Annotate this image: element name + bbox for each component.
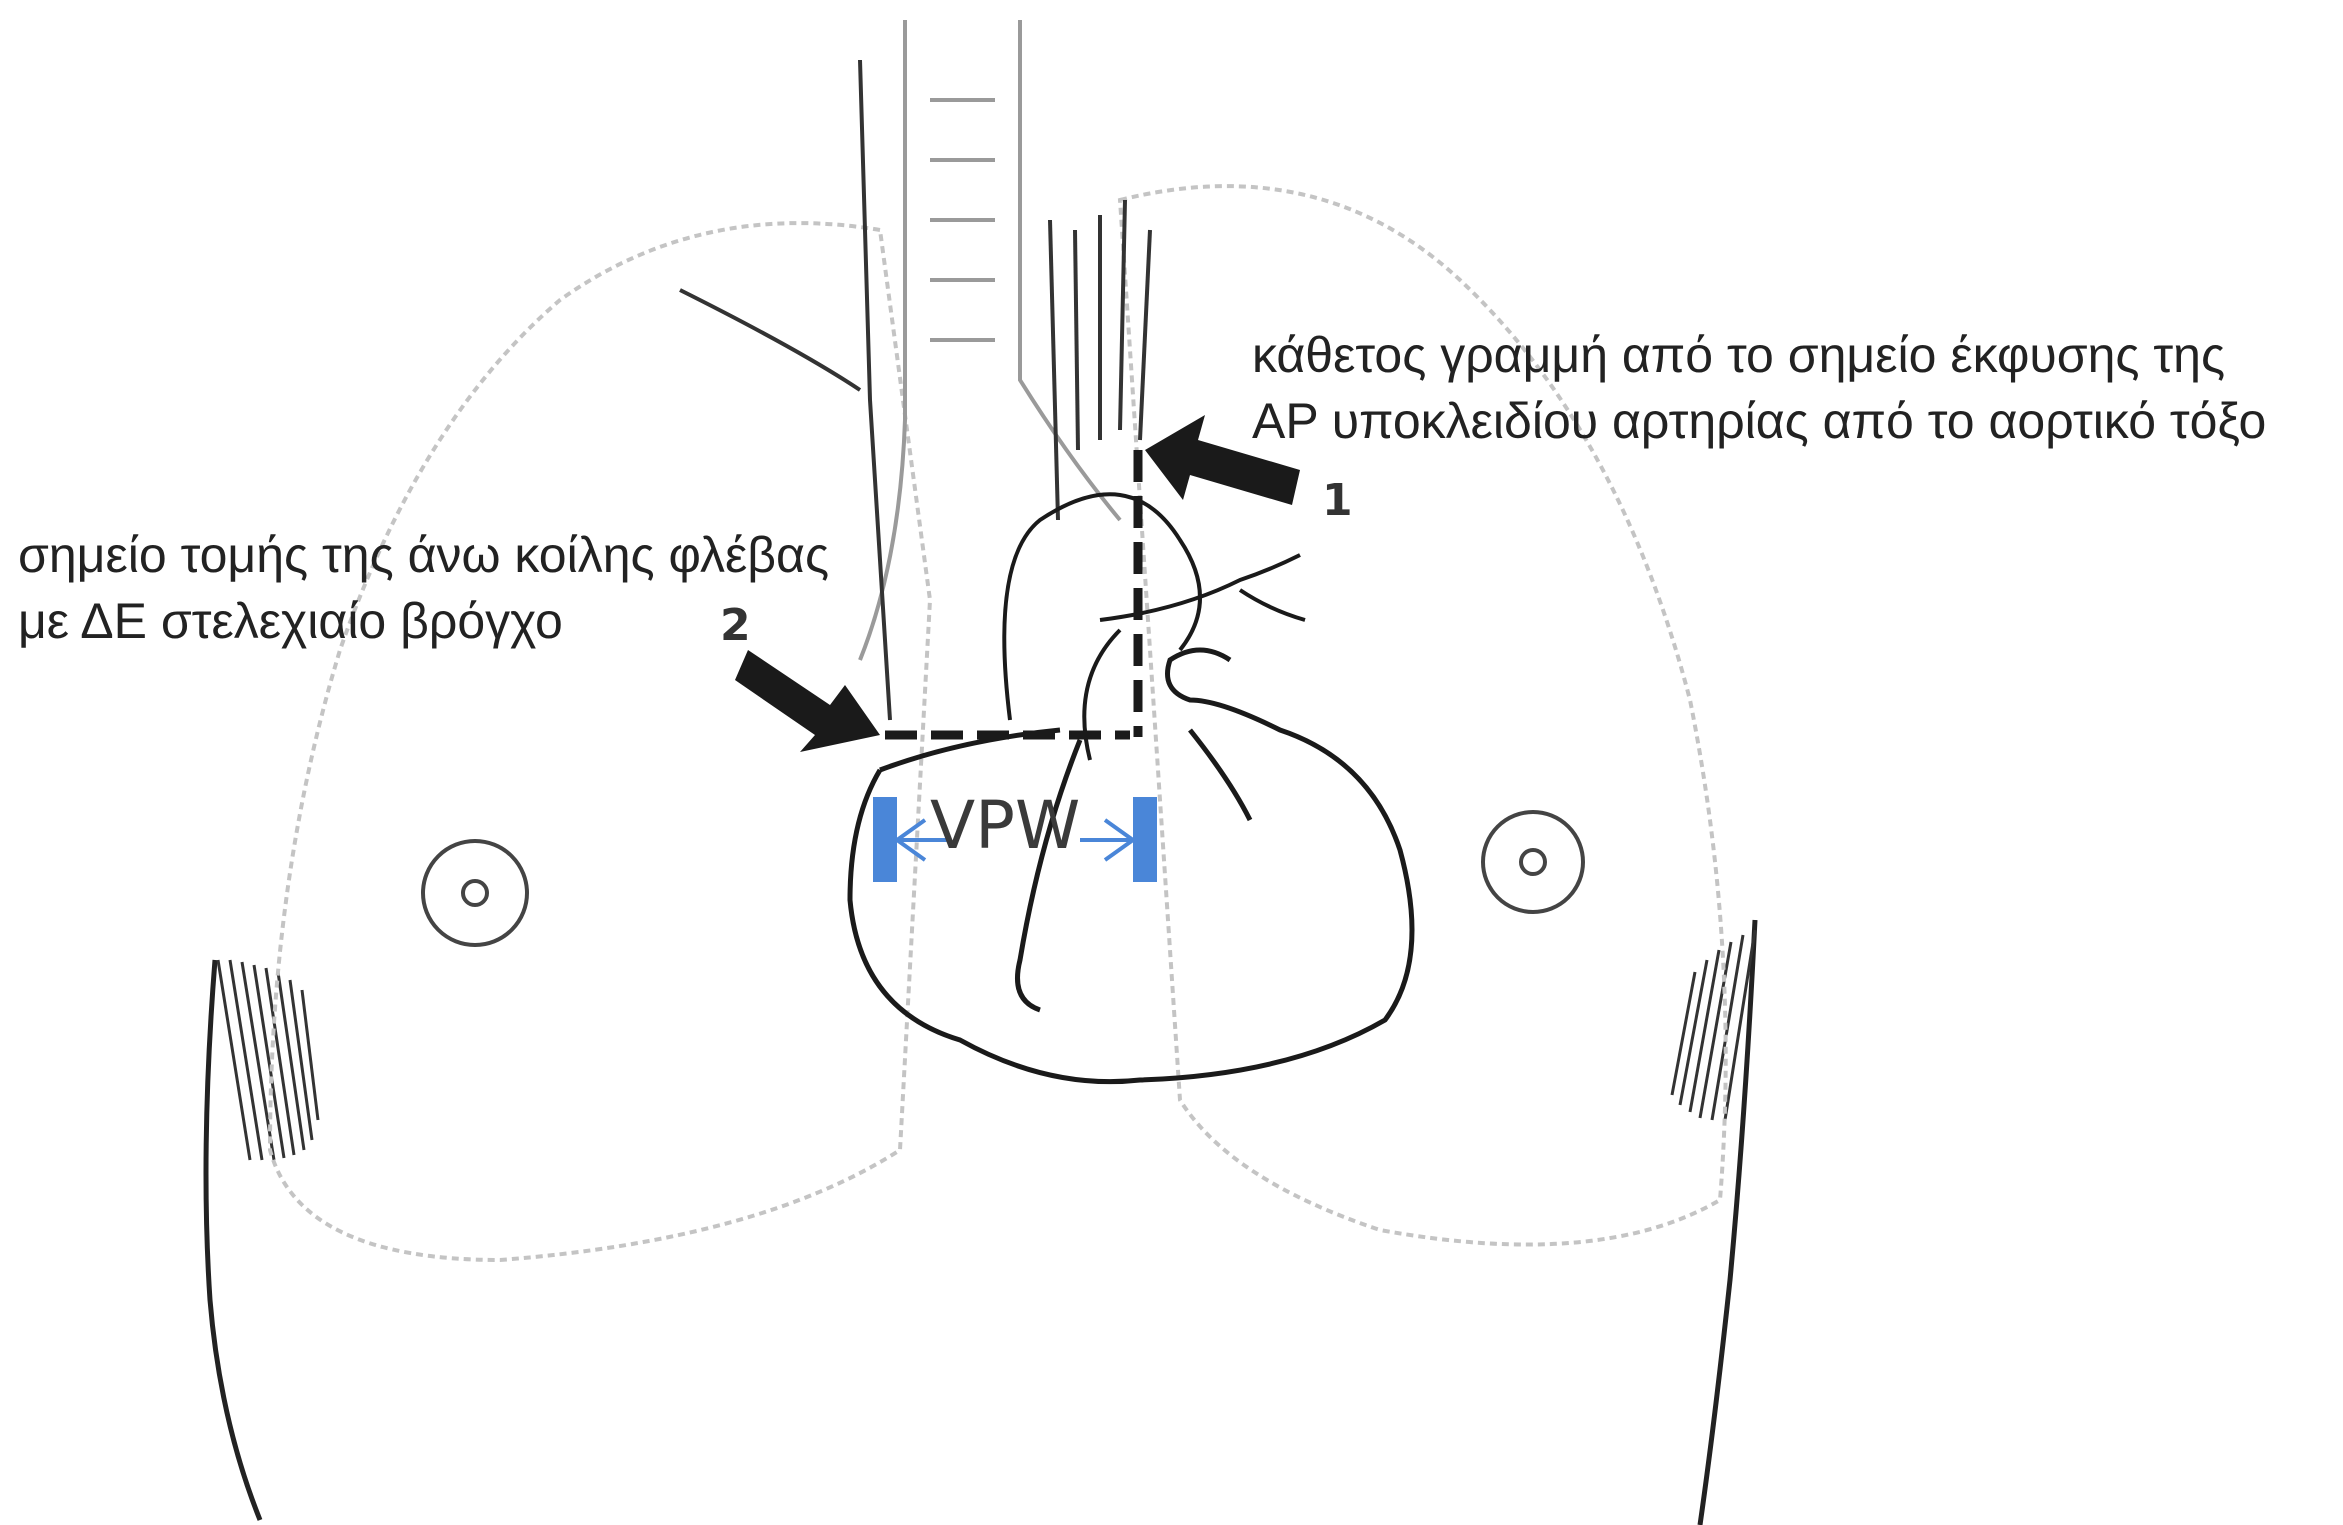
annotation-right-line-1: κάθετος γραμμή από το σημείο έκφυσης της [1252,327,2225,383]
annotation-left-line-1: σημείο τομής της άνω κοίλης φλέβας [18,527,829,583]
annotation-left-line-2: με ΔΕ στελεχιαίο βρόγχο [18,593,563,649]
vpw-right-cap [1133,797,1157,882]
trachea [860,20,1120,660]
annotation-subclavian-vertical-line: κάθετος γραμμή από το σημείο έκφυσης της… [1252,322,2266,454]
vpw-label: VPW [930,787,1080,864]
arrow-1-number: 1 [1322,475,1353,526]
arrow-2 [735,650,880,752]
nipple-right [1483,812,1583,912]
armpit-hatching-left [218,960,318,1160]
torso-outline [206,920,1755,1525]
annotation-svc-bronchus-point: σημείο τομής της άνω κοίλης φλέβας με ΔΕ… [18,522,829,654]
nipple-left [423,841,527,945]
vpw-right-arrow [1080,820,1133,860]
heart-outline [850,650,1412,1082]
vpw-left-cap [873,797,897,882]
annotation-right-line-2: ΑΡ υποκλειδίου αρτηρίας από το αορτικό τ… [1252,393,2266,449]
